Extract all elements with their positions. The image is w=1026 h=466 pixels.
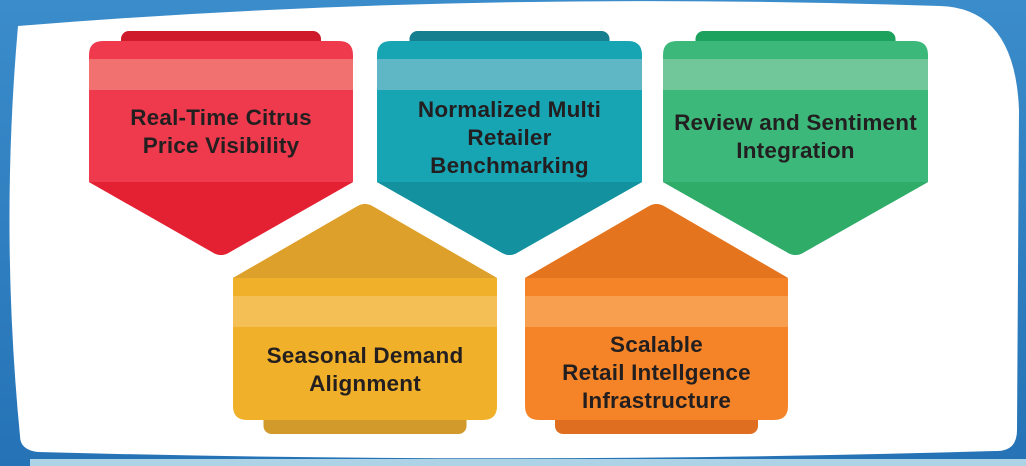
normalized-multi-retailer-benchmarking-stripe bbox=[377, 59, 642, 90]
banner-label-line: Retail Intellgence bbox=[562, 360, 751, 385]
normalized-multi-retailer-benchmarking-point bbox=[377, 182, 642, 255]
banner-label-line: Normalized Multi bbox=[417, 97, 602, 122]
banner-label-seasonal-demand-alignment: Seasonal Demand Alignment bbox=[213, 342, 517, 398]
real-time-citrus-price-visibility-point bbox=[89, 182, 353, 255]
banner-label-line: Review and Sentiment bbox=[674, 110, 917, 135]
banner-label-line: Price Visibility bbox=[142, 133, 300, 158]
banner-label-line: Integration bbox=[736, 138, 855, 163]
banner-label-line: Alignment bbox=[309, 371, 421, 396]
banner-label-real-time-citrus-price-visibility: Real-Time Citrus Price Visibility bbox=[69, 104, 373, 160]
real-time-citrus-price-visibility-stripe bbox=[89, 59, 353, 90]
seasonal-demand-alignment-stripe bbox=[233, 296, 497, 327]
banner-label-line: Scalable bbox=[610, 332, 703, 357]
seasonal-demand-alignment-point bbox=[233, 204, 497, 278]
scalable-retail-intellgence-infrastructure-point bbox=[525, 204, 788, 278]
scalable-retail-intellgence-infrastructure-stripe bbox=[525, 296, 788, 327]
review-and-sentiment-integration-point bbox=[663, 182, 928, 255]
banner-label-scalable-retail-intellgence-infrastructure: Scalable Retail Intellgence Infrastructu… bbox=[505, 331, 808, 415]
banner-label-line: Seasonal Demand bbox=[266, 343, 464, 368]
bottom-light-strip bbox=[30, 459, 1026, 466]
banner-label-line: Benchmarking bbox=[430, 153, 589, 178]
banner-label-line: Real-Time Citrus bbox=[130, 105, 312, 130]
banner-label-review-and-sentiment-integration: Review and Sentiment Integration bbox=[643, 109, 948, 165]
banner-label-normalized-multi-retailer-benchmarking: Normalized Multi Retailer Benchmarking bbox=[357, 96, 662, 180]
review-and-sentiment-integration-stripe bbox=[663, 59, 928, 90]
banner-label-line: Retailer bbox=[467, 125, 552, 150]
banner-label-line: Infrastructure bbox=[581, 388, 732, 413]
